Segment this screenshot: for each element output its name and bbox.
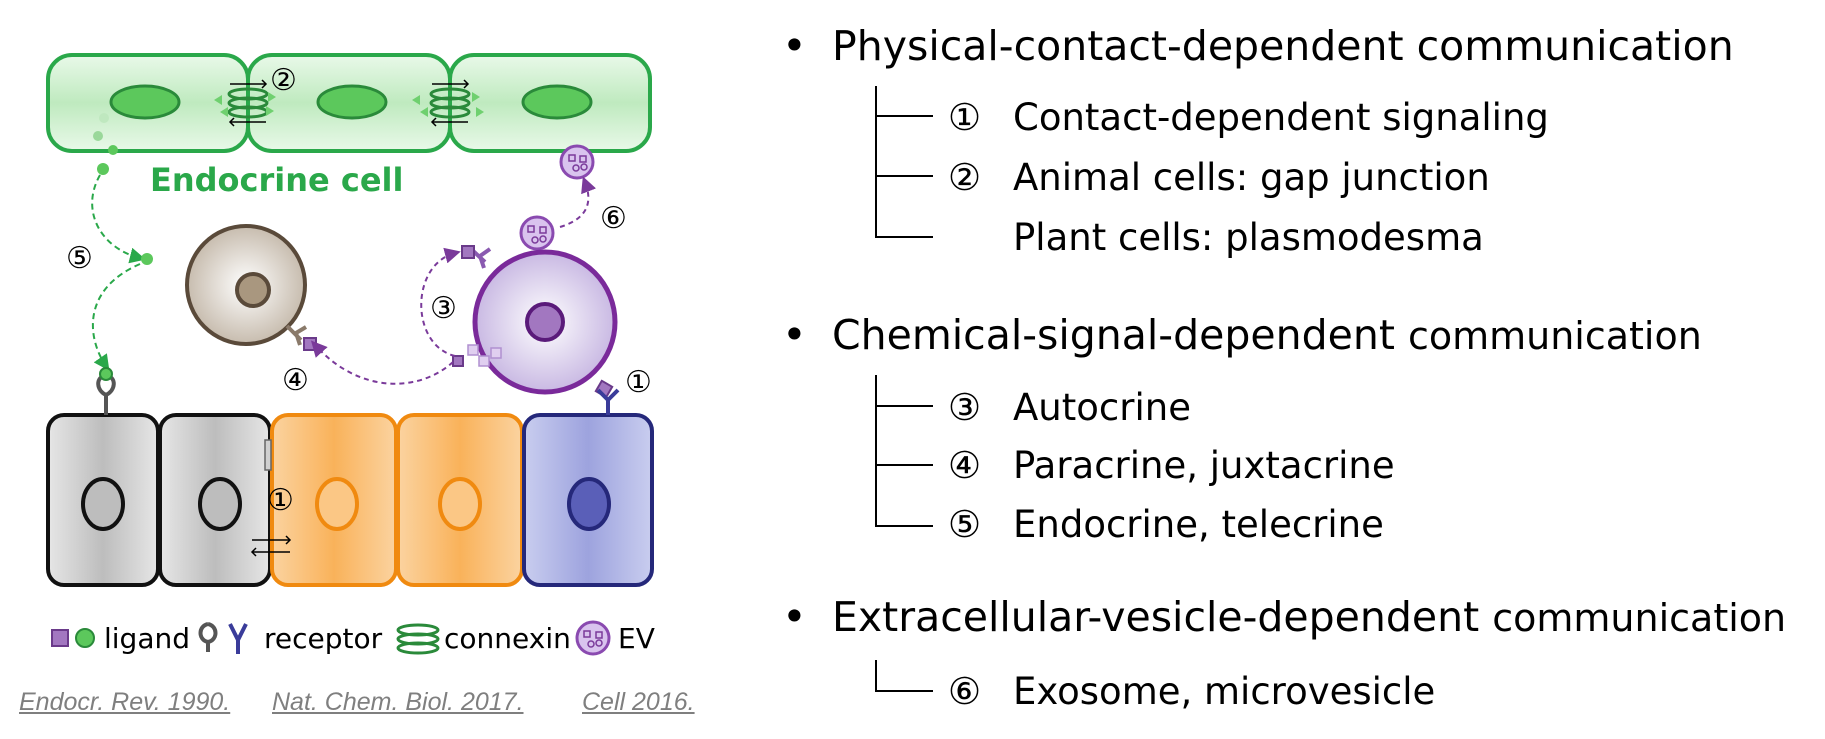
legend-ev: EV — [618, 622, 655, 655]
endocrine-nucleus-2 — [316, 84, 388, 120]
connexin-icon — [396, 623, 440, 655]
section-1-item-3: Plant cells: plasmodesma — [1013, 216, 1484, 259]
legend: ligand receptor connexin EV — [51, 620, 655, 656]
section-3-heading: Extracellular-vesicle-dependent communic… — [832, 593, 1787, 641]
marker-4-paracrine: ④ — [282, 363, 309, 398]
ligand-circle-icon — [75, 628, 95, 648]
ev-path-arrow — [559, 176, 597, 228]
marker-6-exosome: ⑥ — [600, 201, 627, 236]
section-2-tick-2 — [875, 464, 933, 466]
endocrine-path-upper — [91, 174, 146, 264]
receptor-gray-icon — [198, 622, 218, 652]
section-1-tick-1 — [875, 115, 933, 117]
receptor-blue-icon — [228, 623, 248, 654]
section-1-tick-2 — [875, 175, 933, 177]
autocrine-path-arrow — [420, 247, 461, 357]
marker-2-gap-junction: ② — [270, 63, 297, 98]
reference-1[interactable]: Endocr. Rev. 1990. — [19, 688, 231, 716]
tissue-cell-row: ① — [46, 367, 654, 587]
connexin-junction-2 — [429, 87, 471, 119]
legend-receptor: receptor — [264, 622, 383, 655]
section-2-tick-1 — [875, 405, 933, 407]
section-2-tick-3 — [875, 525, 933, 527]
extracellular-vesicle-top — [559, 144, 595, 180]
signaling-cell — [452, 245, 618, 399]
marker-1-membrane-contact: ① — [625, 365, 652, 400]
ligand-square-icon — [51, 629, 69, 647]
section-2-bracket — [875, 375, 877, 527]
section-3-bullet: • — [782, 592, 807, 641]
section-3-tick-1 — [875, 690, 933, 692]
section-1-bracket — [875, 86, 877, 238]
cell-communication-diagram: ② Endocrine cell ⑥ ⑤ — [46, 53, 655, 656]
marker-1-junction-contact: ① — [267, 483, 294, 518]
section-2-bullet: • — [782, 310, 807, 359]
marker-3-autocrine: ③ — [430, 291, 457, 326]
endocrine-nucleus-1 — [109, 84, 181, 120]
ev-icon — [575, 620, 611, 656]
endocrine-cell-label: Endocrine cell — [150, 161, 403, 199]
paracrine-target-cell — [185, 224, 317, 351]
section-1-heading: Physical-contact-dependent communication — [832, 22, 1734, 70]
section-1-bullet: • — [782, 21, 807, 70]
legend-connexin: connexin — [444, 622, 571, 655]
endocrine-path-lower — [91, 263, 141, 371]
reference-3[interactable]: Cell 2016. — [582, 688, 695, 716]
marker-5-endocrine: ⑤ — [66, 241, 93, 276]
extracellular-vesicle-mid — [519, 215, 555, 251]
section-3-bracket — [875, 660, 877, 690]
endocrine-nucleus-3 — [521, 84, 593, 120]
endocrine-cell-group: ② Endocrine cell — [46, 53, 652, 199]
reference-2[interactable]: Nat. Chem. Biol. 2017. — [272, 688, 524, 716]
section-2-heading: Chemical-signal-dependent communication — [832, 311, 1702, 359]
section-1-tick-3 — [875, 236, 933, 238]
legend-ligand: ligand — [104, 622, 190, 655]
